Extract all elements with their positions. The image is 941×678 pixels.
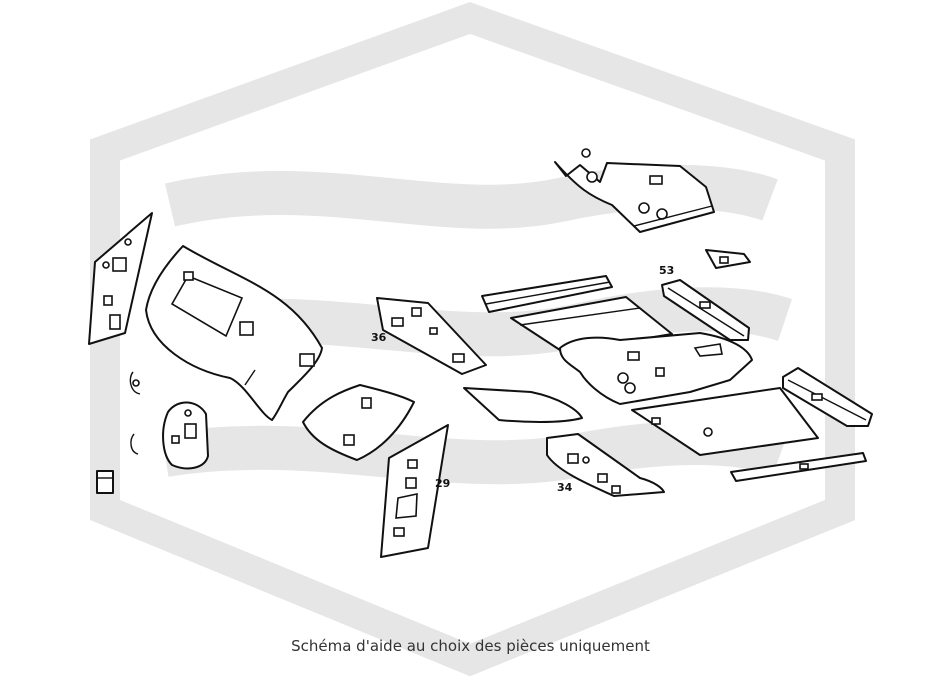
- long-rail-part: [481, 275, 613, 313]
- part-36: 36: [371, 297, 487, 375]
- central-tunnel-part: [559, 332, 753, 405]
- left-pillar-part: [88, 212, 153, 345]
- flat-plate-part: [463, 387, 583, 423]
- part-34: 34: [546, 433, 665, 497]
- part-number-53: 53: [659, 264, 674, 277]
- part-number-29: 29: [435, 477, 450, 490]
- right-side-rail-part: [782, 367, 873, 427]
- inner-oval-panel-part: [162, 401, 209, 470]
- small-bracket-parts: [96, 371, 141, 494]
- part-number-34: 34: [557, 481, 573, 494]
- wing-panel-part: [302, 384, 415, 461]
- bottom-strip-part: [730, 452, 867, 482]
- small-clip-part: [705, 249, 751, 269]
- part-number-36: 36: [371, 331, 387, 344]
- upper-cowl-panel-part: [554, 148, 715, 233]
- firewall-panel-part: [145, 245, 323, 421]
- caption-text: Schéma d'aide au choix des pièces unique…: [291, 637, 650, 655]
- floor-pan-part: [631, 387, 819, 456]
- part-29: 29: [380, 424, 450, 558]
- part-53: 53: [659, 264, 750, 341]
